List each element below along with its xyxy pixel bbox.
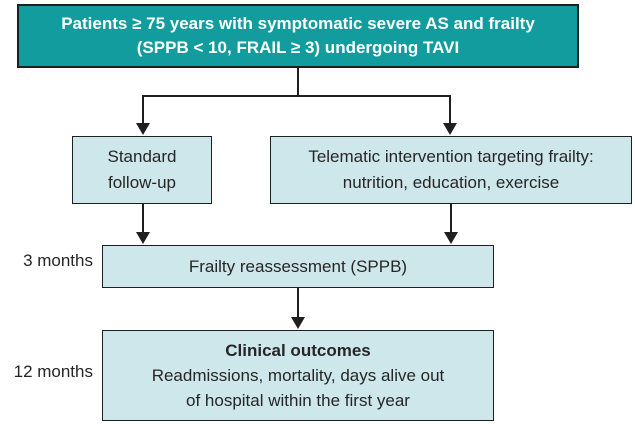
timeline-label-3-months: 3 months xyxy=(23,251,93,270)
frailty-reassessment-box: Frailty reassessment (SPPB) xyxy=(102,245,494,288)
timeline-label-12-months: 12 months xyxy=(13,362,93,381)
telematic-intervention-line1: Telematic intervention targeting frailty… xyxy=(308,147,594,166)
frailty-reassessment-label: Frailty reassessment (SPPB) xyxy=(188,256,408,276)
standard-followup-line2: follow-up xyxy=(107,173,177,192)
split-connector xyxy=(142,68,451,124)
outcomes-arrowhead xyxy=(291,317,305,329)
telematic-intervention-box: Telematic intervention targeting frailty… xyxy=(270,136,632,204)
clinical-outcomes-line2: of hospital within the first year xyxy=(186,391,410,410)
telematic-intervention-line2: nutrition, education, exercise xyxy=(342,173,560,192)
enrollment-criteria-box: Patients ≥ 75 years with symptomatic sev… xyxy=(17,4,579,68)
clinical-outcomes-title: Clinical outcomes xyxy=(225,341,371,360)
enrollment-criteria-line1: Patients ≥ 75 years with symptomatic sev… xyxy=(61,14,535,33)
standard-followup-line1: Standard xyxy=(107,147,177,166)
clinical-outcomes-box: Clinical outcomes Readmissions, mortalit… xyxy=(102,330,494,421)
clinical-outcomes-line1: Readmissions, mortality, days alive out xyxy=(151,366,445,385)
split-arrowheads xyxy=(136,123,457,135)
merge-arrowheads xyxy=(136,232,458,244)
standard-followup-box: Standard follow-up xyxy=(72,136,212,204)
enrollment-criteria-line2: (SPPB < 10, FRAIL ≥ 3) undergoing TAVI xyxy=(136,38,460,57)
merge-connector xyxy=(142,204,452,233)
